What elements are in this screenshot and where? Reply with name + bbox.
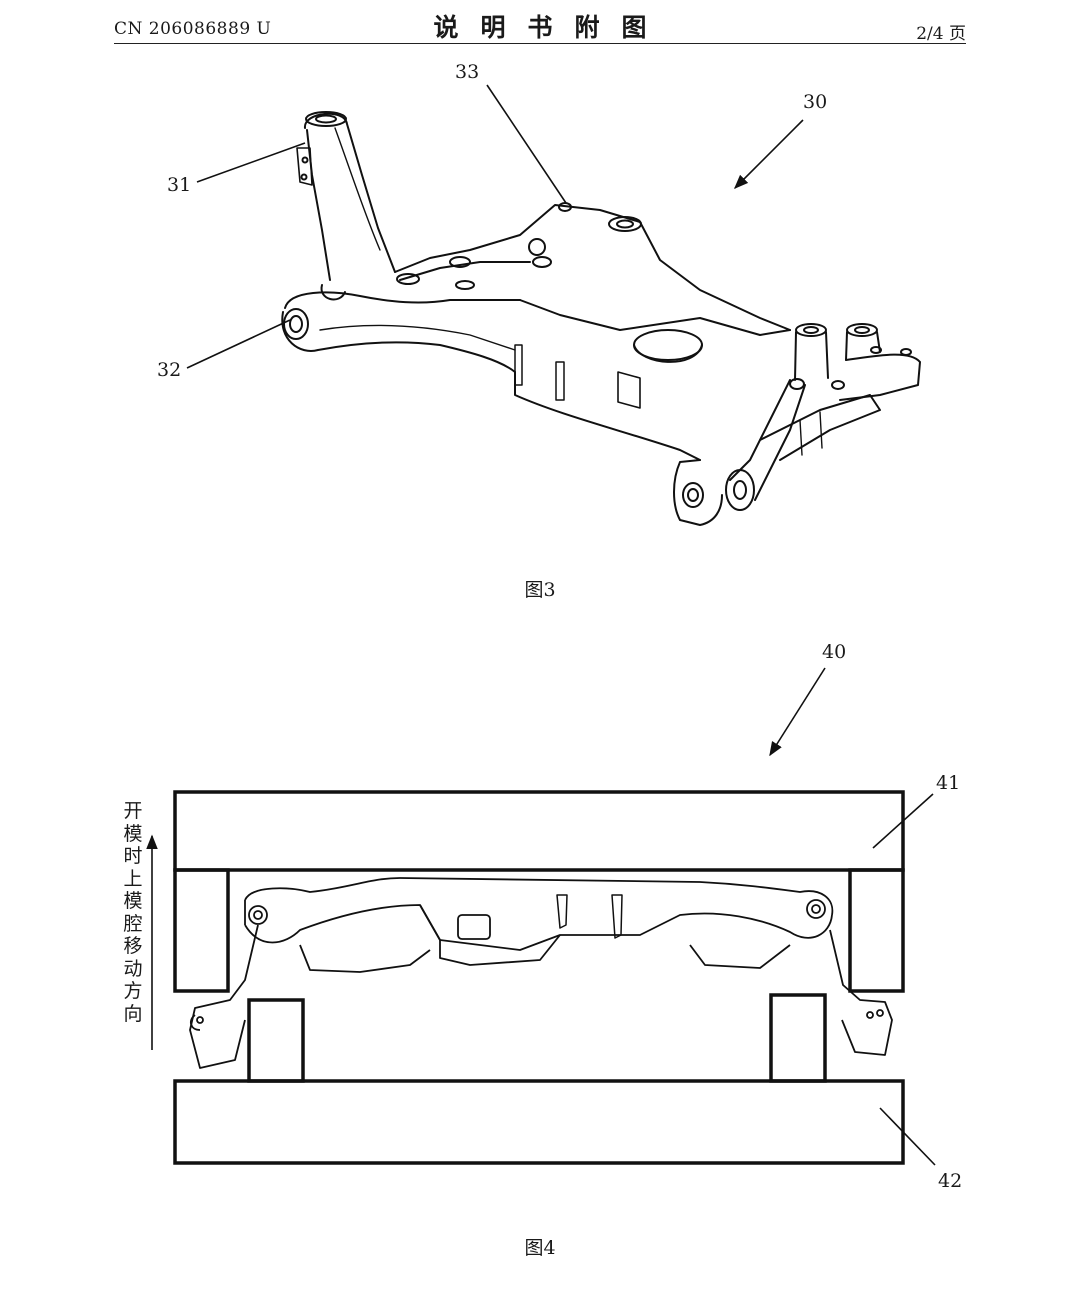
- direction-char: 动: [123, 957, 143, 980]
- header-rule: [114, 43, 966, 44]
- label-40: 40: [822, 641, 847, 663]
- label-33: 33: [455, 61, 480, 83]
- direction-char: 移: [123, 935, 143, 957]
- direction-char: 向: [123, 1002, 143, 1025]
- patent-number: CN 206086889 U: [114, 19, 272, 39]
- direction-char: 模: [123, 890, 143, 912]
- arrow-30: [733, 119, 804, 190]
- direction-char: 时: [123, 845, 143, 867]
- figure4-part: [189, 877, 893, 1069]
- figure4-leaders: [146, 667, 936, 1166]
- label-30: 30: [803, 91, 828, 113]
- label-42: 42: [938, 1170, 963, 1192]
- direction-char: 方: [123, 980, 143, 1002]
- leader-32: [186, 319, 291, 369]
- label-32: 32: [157, 359, 182, 381]
- figure3-leaders: [186, 84, 804, 369]
- direction-char: 模: [123, 822, 143, 845]
- label-41: 41: [936, 772, 961, 794]
- mold-direction-text: 开 模 时 上 模 腔 移 动 方 向: [121, 800, 145, 1025]
- figure4-caption: 图4: [524, 1237, 556, 1259]
- direction-char: 开: [123, 800, 143, 822]
- lower-mold-plate: [173, 1079, 905, 1165]
- arrow-40: [769, 667, 826, 757]
- page-number: 2/4 页: [916, 24, 966, 44]
- figure3-caption: 图3: [524, 579, 556, 601]
- lower-mold-right-block: [769, 993, 827, 1083]
- direction-char: 腔: [123, 912, 143, 935]
- page-header: CN 206086889 U 说明书附图 2/4 页: [0, 0, 1080, 50]
- direction-char: 上: [123, 867, 143, 890]
- leader-41: [872, 793, 934, 849]
- page-title: 说明书附图: [433, 13, 669, 42]
- figure3-drawing: [281, 111, 921, 526]
- upper-mold-left-block: [173, 868, 230, 993]
- label-31: 31: [167, 174, 192, 196]
- upper-mold-right-block: [848, 868, 905, 993]
- leader-33: [486, 84, 567, 204]
- figure4-mold: [173, 790, 905, 1165]
- upper-mold-plate: [173, 790, 905, 872]
- lower-mold-left-block: [247, 998, 305, 1083]
- leader-31: [196, 142, 306, 183]
- leader-42: [879, 1107, 936, 1166]
